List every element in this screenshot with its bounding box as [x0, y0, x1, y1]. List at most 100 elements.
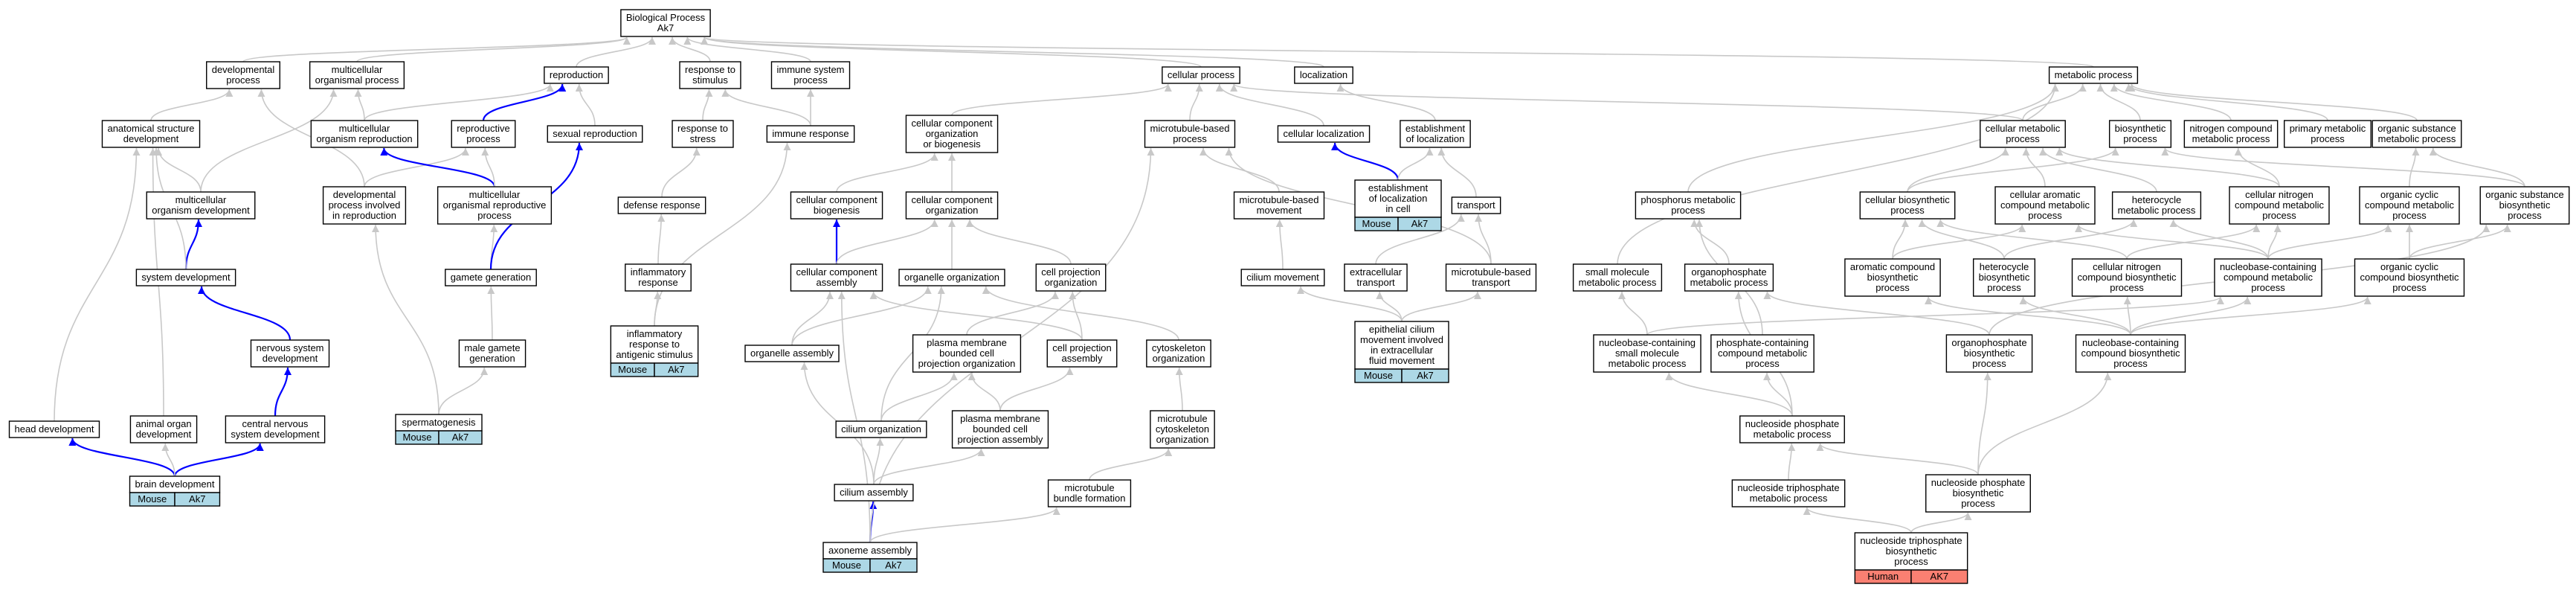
go-term-node-orgassembly[interactable]: organelle assembly: [744, 345, 840, 362]
node-label-line: nucleoside triphosphate: [1737, 482, 1839, 493]
is-a-edge: [2130, 296, 2252, 336]
go-term-node-ntpbio[interactable]: nucleoside triphosphatebiosyntheticproce…: [1854, 532, 1968, 584]
go-term-node-locz[interactable]: localization: [1294, 66, 1353, 84]
go-term-node-immresp[interactable]: immune response: [766, 125, 855, 143]
go-term-node-cloc[interactable]: cellular localization: [1277, 125, 1371, 143]
is-a-edge: [654, 142, 791, 327]
node-box: [250, 339, 330, 368]
go-term-node-sysdev[interactable]: system development: [135, 269, 236, 286]
go-term-node-ciliumorg[interactable]: cilium organization: [835, 420, 927, 438]
node-box: [451, 120, 516, 148]
go-term-node-defresp[interactable]: defense response: [617, 196, 706, 214]
gene-annotation-label: Ak7: [668, 364, 684, 375]
go-term-node-headdev[interactable]: head development: [8, 420, 100, 438]
node-label-line: nervous system: [256, 342, 323, 353]
node-box: [225, 415, 326, 443]
is-a-edge: [869, 507, 1060, 543]
go-term-node-orgorg[interactable]: organelle organization: [898, 269, 1005, 286]
go-term-node-sexrep[interactable]: sexual reproduction: [547, 125, 643, 143]
go-term-node-repro[interactable]: reproduction: [544, 66, 609, 84]
species-annotation-label: Human: [1867, 571, 1899, 582]
go-term-node-transport[interactable]: transport: [1451, 196, 1501, 214]
go-term-node-cellproc[interactable]: cellular process: [1162, 66, 1240, 84]
species-annotation-label: Mouse: [832, 560, 861, 571]
go-term-node-ciliumassembly[interactable]: cilium assembly: [834, 484, 914, 502]
node-label-line: epithelial cilium: [1369, 324, 1434, 335]
node-label-line: head development: [15, 423, 94, 435]
is-a-edge: [364, 83, 554, 121]
go-term-node-ciliummove[interactable]: cilium movement: [1240, 269, 1325, 286]
is-a-edge: [1275, 219, 1284, 270]
go-term-node-metab[interactable]: metabolic process: [2048, 66, 2139, 84]
node-label-line: stimulus: [692, 74, 728, 86]
node-label-line: compound biosynthetic: [2081, 347, 2180, 359]
go-term-node-gamgen[interactable]: gamete generation: [445, 269, 537, 286]
